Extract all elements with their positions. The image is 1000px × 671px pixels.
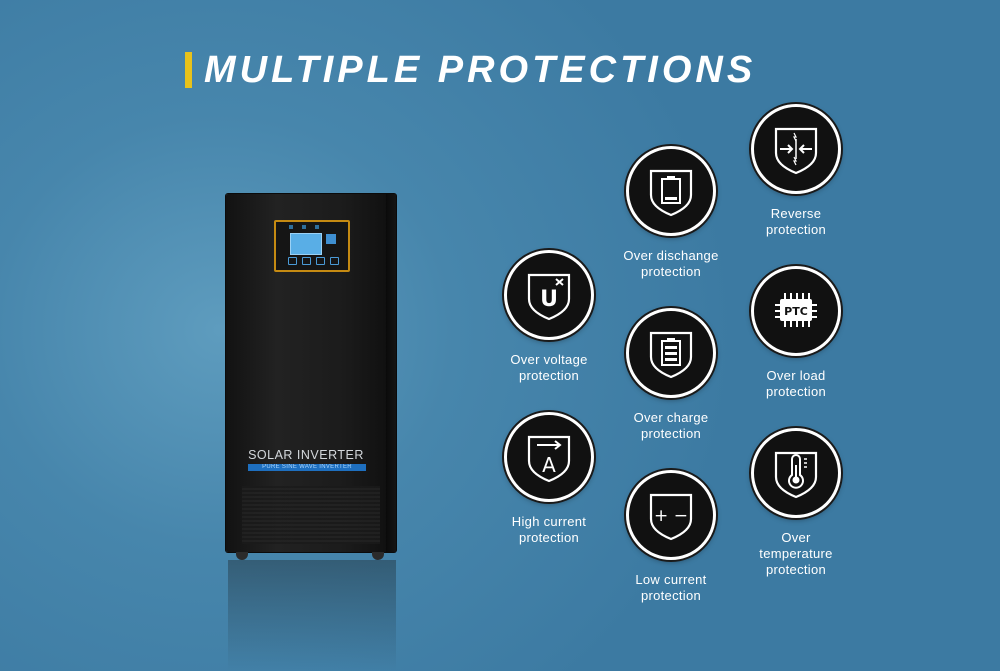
- inverter-side-panel: [386, 194, 396, 552]
- protection-label: Low current protection: [635, 572, 707, 603]
- protection-label: Over voltage protection: [510, 352, 588, 383]
- protection-label: Over charge protection: [633, 410, 709, 441]
- headline-text: MULTIPLE PROTECTIONS: [204, 48, 757, 91]
- lcd-indicators: [289, 225, 319, 230]
- protection-high-current: A High current protection: [474, 412, 624, 546]
- svg-text:+ −: + −: [654, 506, 688, 526]
- protection-label: High current protection: [511, 514, 587, 545]
- inverter-brand-text: SOLAR INVERTER: [248, 448, 364, 462]
- inverter-vent: [242, 486, 380, 544]
- inverter-control-panel: [274, 220, 350, 272]
- panel-buttons: [288, 257, 339, 265]
- svg-text:A: A: [542, 453, 556, 477]
- inverter-wheel-right: [372, 552, 384, 560]
- protection-over-discharge: Over dischange protection: [596, 146, 746, 280]
- inverter-wheel-left: [236, 552, 248, 560]
- protection-over-temperature: Over temperature protection: [721, 428, 871, 578]
- protection-label: Reverse protection: [765, 206, 827, 237]
- protection-low-current: + − Low current protection: [596, 470, 746, 604]
- shield-a-arrow-icon: A: [504, 412, 594, 502]
- protection-label: Over dischange protection: [623, 248, 719, 279]
- lcd-display: [290, 233, 322, 255]
- inverter-reflection: [228, 560, 396, 671]
- solar-inverter-image: SOLAR INVERTER PURE SINE WAVE INVERTER: [226, 194, 396, 552]
- shield-plus-minus-icon: + −: [626, 470, 716, 560]
- protection-over-voltage: U Over voltage protection: [474, 250, 624, 384]
- svg-text:PTC: PTC: [784, 305, 808, 318]
- panel-logo-icon: [326, 234, 336, 244]
- inverter-subtitle: PURE SINE WAVE INVERTER: [248, 464, 366, 471]
- protection-reverse: Reverse protection: [721, 104, 871, 238]
- shield-battery-low-icon: [626, 146, 716, 236]
- shield-battery-full-icon: [626, 308, 716, 398]
- shield-reverse-arrows-icon: [751, 104, 841, 194]
- shield-thermometer-icon: [751, 428, 841, 518]
- protection-over-charge: Over charge protection: [596, 308, 746, 442]
- shield-u-icon: U: [504, 250, 594, 340]
- ptc-chip-icon: PTC: [751, 266, 841, 356]
- svg-text:U: U: [540, 287, 558, 312]
- headline-accent-bar: [185, 52, 192, 88]
- protection-label: Over load protection: [765, 368, 827, 399]
- protection-over-load: PTC Over load protection: [721, 266, 871, 400]
- protection-label: Over temperature protection: [759, 530, 833, 577]
- headline: MULTIPLE PROTECTIONS: [185, 48, 757, 91]
